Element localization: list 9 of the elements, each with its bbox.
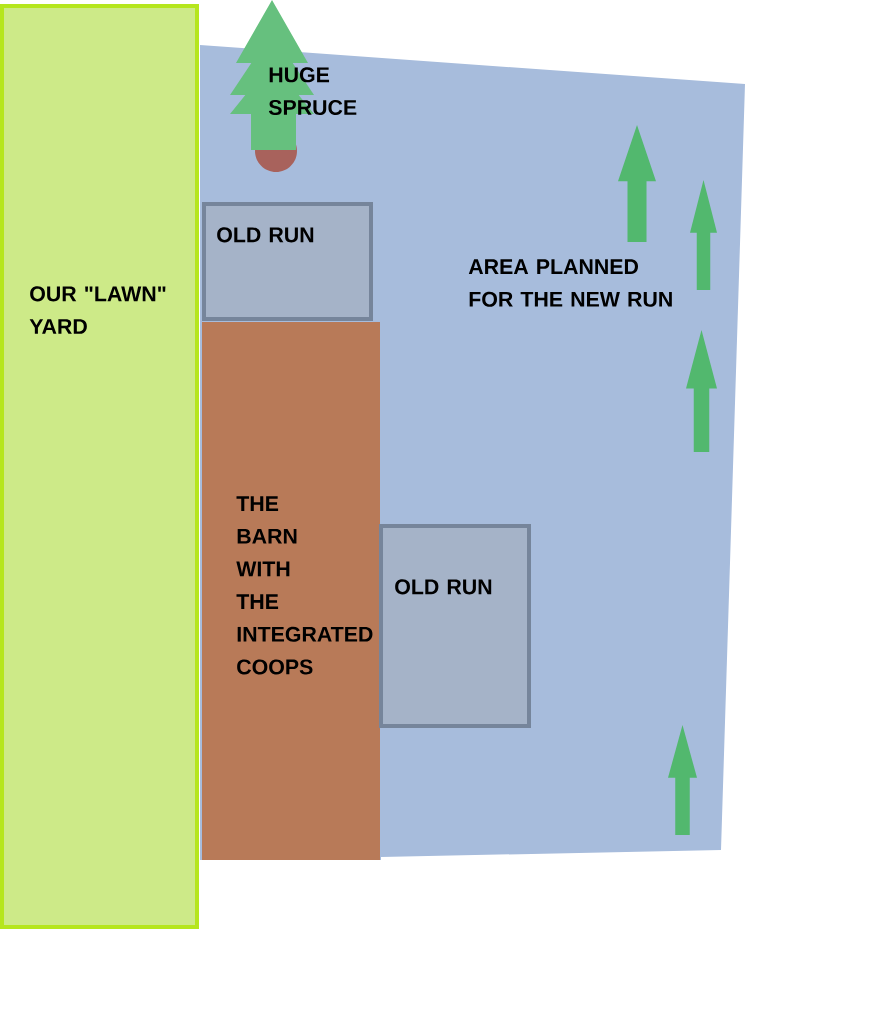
tree-symbol: [668, 725, 697, 835]
lawn-area: OUR "LAWN" YARD: [0, 4, 199, 929]
tree-symbol: [618, 125, 656, 242]
barn-block: THE BARN WITH THE INTEGRATED COOPS: [202, 322, 380, 860]
old-run-box: OLD RUN: [202, 202, 373, 321]
tree-symbol: [690, 180, 717, 290]
old-run-box: OLD RUN: [379, 524, 531, 728]
tree-label: HUGE SPRUCE: [268, 67, 357, 116]
tree-symbol: [686, 330, 717, 452]
